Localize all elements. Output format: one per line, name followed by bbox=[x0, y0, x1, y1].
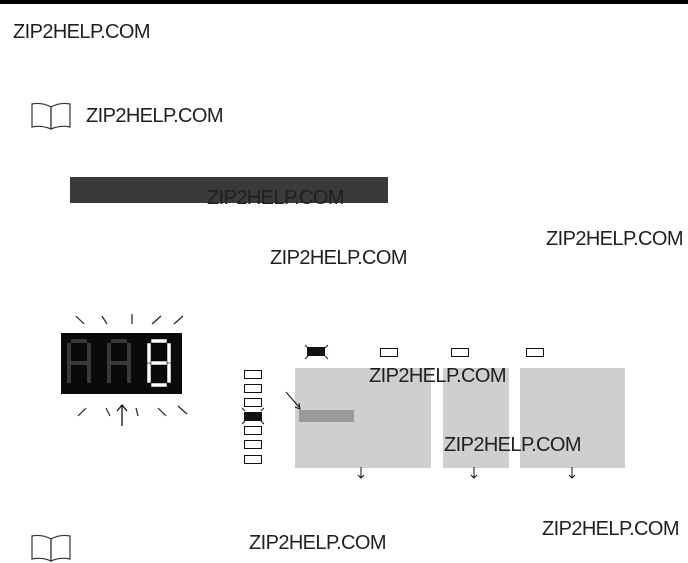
top-rule bbox=[0, 0, 688, 4]
bottom-center-watermark: ZIP2HELP.COM bbox=[249, 532, 387, 554]
indicator-left-4 bbox=[244, 412, 262, 421]
highlight-strip bbox=[299, 410, 354, 422]
arrow-up-icon bbox=[116, 403, 128, 426]
blink-rays-icon bbox=[75, 314, 184, 325]
left-indicator-rays bbox=[241, 407, 265, 425]
segment-c bbox=[87, 363, 91, 383]
indicator-top-2 bbox=[380, 348, 398, 357]
arrow-down-icon bbox=[470, 467, 478, 479]
segment-g bbox=[71, 361, 87, 365]
book-caption-watermark: ZIP2HELP.COM bbox=[86, 105, 224, 127]
segment-digit-3 bbox=[146, 338, 172, 388]
segment-g bbox=[111, 361, 127, 365]
gray-panel-3 bbox=[520, 368, 625, 468]
open-book-icon bbox=[31, 102, 71, 130]
segment-e bbox=[146, 362, 152, 384]
indicator-left-3 bbox=[244, 398, 262, 407]
segment-a bbox=[150, 338, 168, 344]
right-upper-watermark: ZIP2HELP.COM bbox=[546, 228, 684, 250]
segment-b bbox=[87, 343, 91, 363]
segment-c bbox=[166, 362, 172, 384]
header-watermark: ZIP2HELP.COM bbox=[13, 21, 151, 43]
indicator-left-6 bbox=[244, 440, 262, 449]
segment-f bbox=[146, 342, 152, 364]
pointer-arrow-icon bbox=[285, 391, 301, 410]
display-digits bbox=[67, 338, 172, 388]
seven-segment-display bbox=[61, 333, 182, 394]
indicator-top-4 bbox=[526, 348, 544, 357]
segment-digit-1 bbox=[67, 339, 91, 383]
diagram-top-watermark: ZIP2HELP.COM bbox=[369, 365, 507, 387]
bar-overlay-watermark: ZIP2HELP.COM bbox=[207, 187, 345, 209]
segment-g bbox=[150, 360, 168, 366]
center-upper-watermark: ZIP2HELP.COM bbox=[270, 247, 408, 269]
segment-f bbox=[107, 343, 111, 363]
segment-c bbox=[127, 363, 131, 383]
open-book-icon bbox=[31, 534, 71, 562]
indicator-left-7 bbox=[244, 455, 262, 464]
arrow-down-icon bbox=[357, 467, 365, 479]
diagram-mid-watermark: ZIP2HELP.COM bbox=[444, 434, 582, 456]
segment-d bbox=[150, 382, 168, 388]
indicator-top-1 bbox=[307, 347, 325, 356]
segment-e bbox=[67, 363, 71, 383]
segment-f bbox=[67, 343, 71, 363]
indicator-left-5 bbox=[244, 426, 262, 435]
gray-panel-2 bbox=[443, 368, 509, 468]
top-indicator-rays bbox=[304, 344, 329, 360]
segment-digit-2 bbox=[107, 339, 131, 383]
segment-b bbox=[127, 343, 131, 363]
segment-b bbox=[166, 342, 172, 364]
segment-a bbox=[111, 339, 127, 343]
indicator-left-2 bbox=[244, 384, 262, 393]
section-heading-bar bbox=[70, 177, 388, 203]
arrow-down-icon bbox=[568, 467, 576, 479]
segment-a bbox=[71, 339, 87, 343]
indicator-left-1 bbox=[244, 370, 262, 379]
segment-e bbox=[107, 363, 111, 383]
indicator-top-3 bbox=[451, 348, 469, 357]
bottom-right-watermark: ZIP2HELP.COM bbox=[542, 518, 680, 540]
blink-rays-lower-icon bbox=[77, 405, 188, 417]
